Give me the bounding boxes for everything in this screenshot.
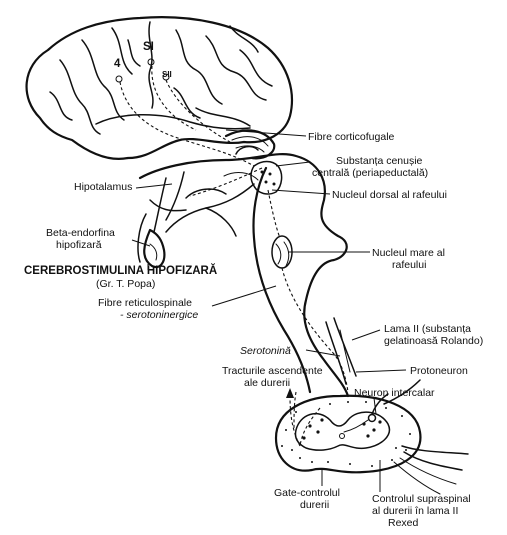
label-nucleul-dorsal: Nucleul dorsal al rafeului [332, 189, 447, 201]
cerebral-hemisphere [25, 16, 294, 160]
label-nucleul-mare-1: Nucleul mare al [372, 247, 445, 259]
label-popa: (Gr. T. Popa) [96, 278, 155, 290]
s1-marker [147, 58, 155, 66]
ascending-tract-arrow [286, 388, 301, 447]
pituitary-gland [137, 213, 166, 269]
label-control-1: Controlul supraspinal [372, 493, 471, 505]
label-substanta-cenusie-2: centrală (periapeductală) [312, 167, 428, 179]
label-lama-ii-1: Lama II (substanța [384, 323, 471, 335]
brainstem [138, 145, 350, 398]
spinal-cord-section [274, 379, 469, 495]
area4-marker [115, 75, 123, 83]
label-gate-1: Gate-controlul [274, 487, 340, 499]
label-fibre-corticofugale: Fibre corticofugale [308, 131, 395, 143]
label-fibre-reticulospinale-2: - serotoninergice [120, 309, 198, 321]
label-control-3: Rexed [388, 517, 419, 529]
descending-pathways [119, 65, 349, 447]
label-fibre-reticulospinale-1: Fibre reticulospinale [98, 297, 192, 309]
label-neuron-intercalar: Neuron intercalar [354, 387, 435, 399]
cerebellum [224, 129, 276, 160]
s2-label: SII [162, 70, 172, 79]
label-beta-endorfina-1: Beta-endorfina [46, 227, 115, 239]
label-control-2: al durerii în lama II [372, 505, 458, 517]
cortical-areas: 4 SI SII [114, 41, 172, 83]
label-tracturile-2: ale durerii [244, 377, 290, 389]
leader-lines [131, 129, 407, 492]
spinal-fibres [325, 317, 357, 385]
label-beta-endorfina-2: hipofizară [56, 239, 102, 251]
s1-label: SI [143, 41, 154, 53]
label-protoneuron: Protoneuron [410, 365, 468, 377]
label-nucleul-mare-2: rafeului [392, 259, 426, 271]
periaqueductal-gray [250, 160, 283, 195]
label-cerebrostimulina: CEREBROSTIMULINA HIPOFIZARĂ [24, 264, 217, 277]
area4-label: 4 [114, 58, 121, 70]
labels: Fibre corticofugale Substanța cenușie ce… [24, 131, 483, 529]
label-hipotalamus: Hipotalamus [74, 181, 132, 193]
label-substanta-cenusie-1: Substanța cenușie [336, 155, 423, 167]
label-tracturile-1: Tracturile ascendente [222, 365, 323, 377]
label-gate-2: durerii [300, 499, 329, 511]
label-serotonina: Serotonină [240, 345, 291, 357]
label-lama-ii-2: gelatinoasă Rolando) [384, 335, 483, 347]
